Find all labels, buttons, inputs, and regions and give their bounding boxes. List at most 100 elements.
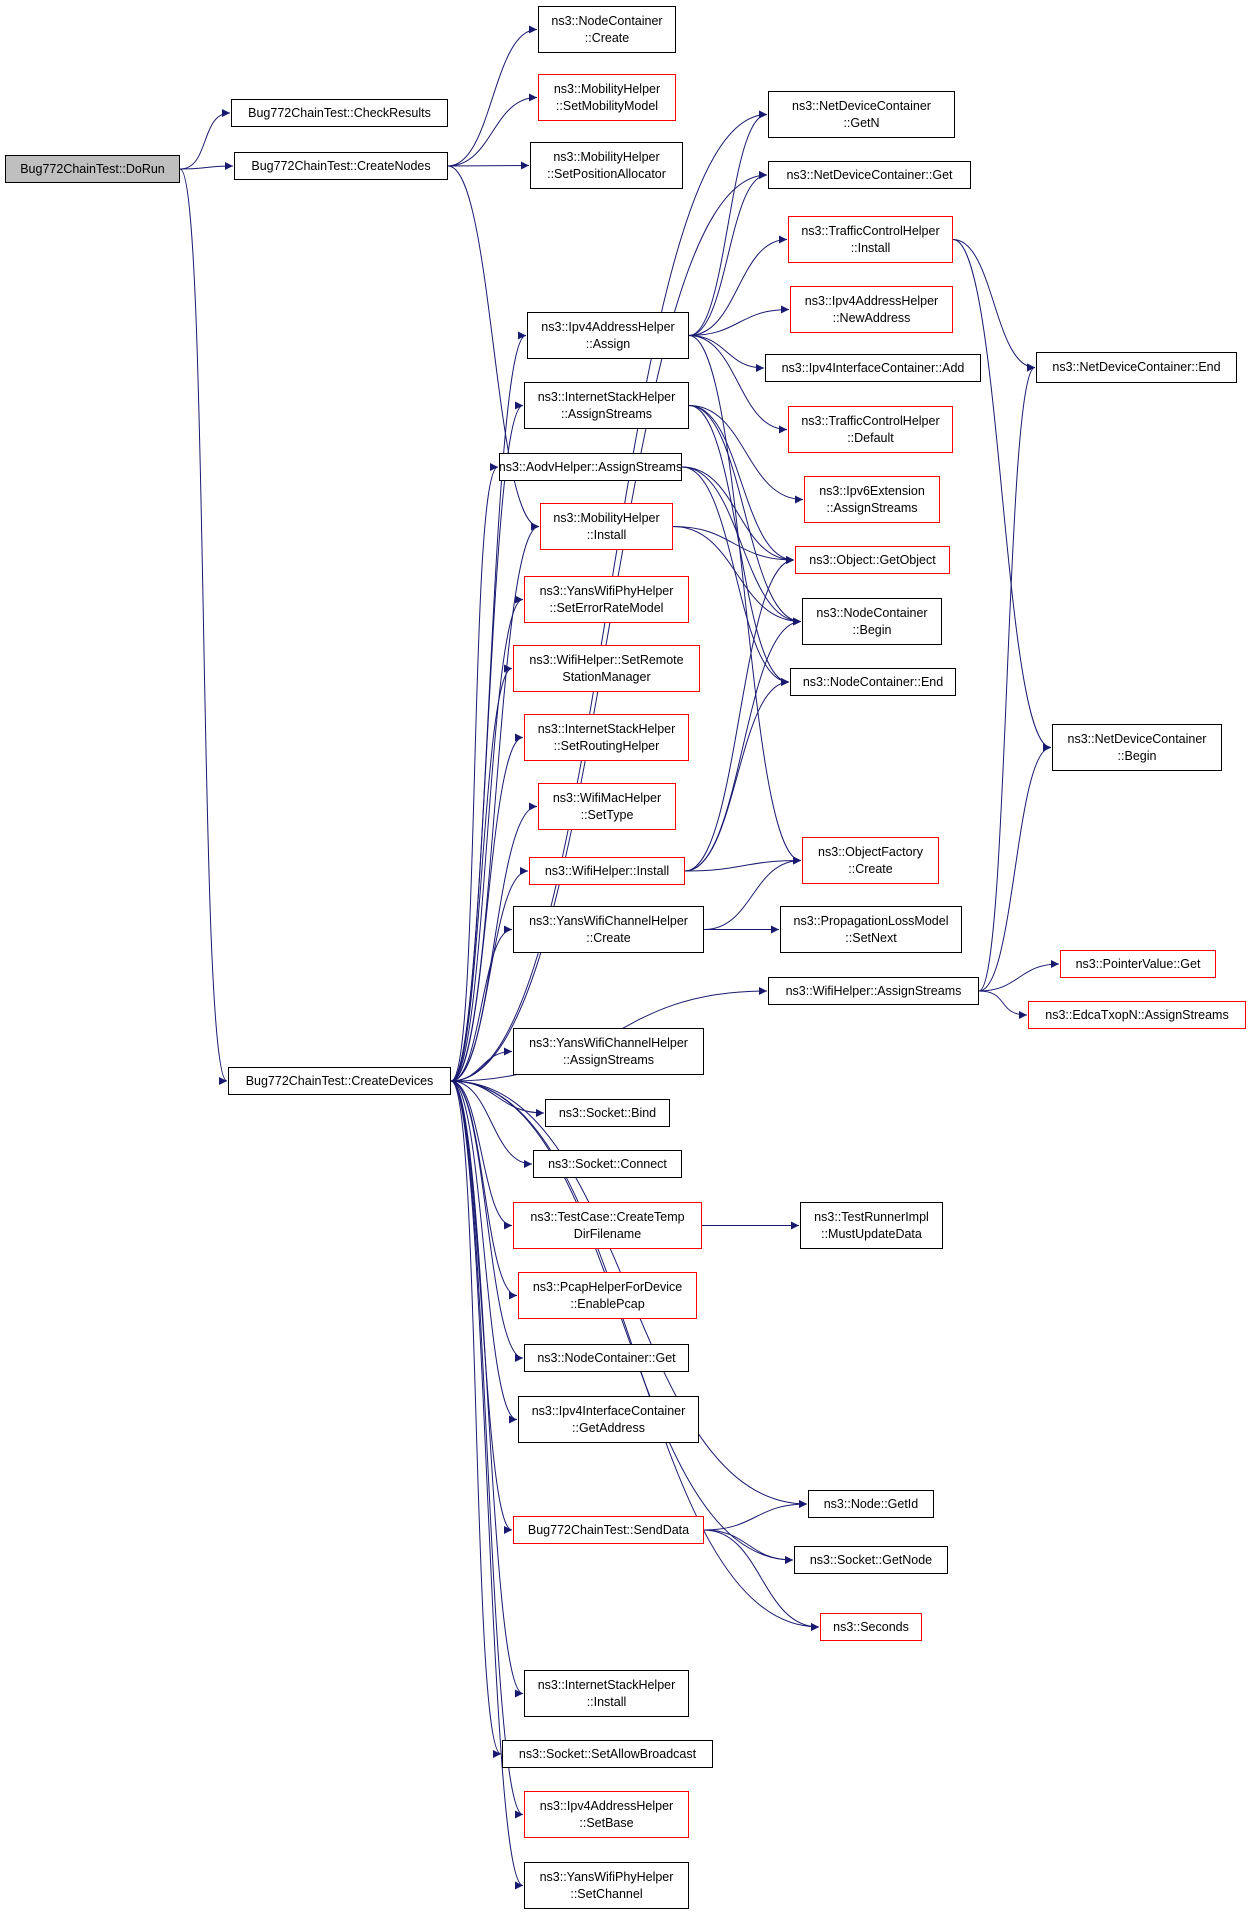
call-edge-wh_assignstreams-to-edcatxopn_assignstreams bbox=[978, 990, 1028, 1019]
node-object-getobject[interactable]: ns3::Object::GetObject bbox=[795, 546, 950, 574]
node-nc-end[interactable]: ns3::NodeContainer::End bbox=[790, 668, 956, 696]
node-label: Bug772ChainTest::CreateNodes bbox=[251, 158, 430, 175]
node-nc-create[interactable]: ns3::NodeContainer::Create bbox=[538, 6, 676, 53]
call-edge-createdevices-to-ywph_setchannel bbox=[450, 1080, 524, 1890]
node-pointervalue-get[interactable]: ns3::PointerValue::Get bbox=[1060, 950, 1216, 978]
node-socket-bind[interactable]: ns3::Socket::Bind bbox=[545, 1099, 670, 1127]
node-ipv4ah-setbase[interactable]: ns3::Ipv4AddressHelper::SetBase bbox=[524, 1791, 689, 1838]
call-edge-createdevices-to-ipv4ic_getaddress bbox=[450, 1080, 518, 1424]
node-label-line: Bug772ChainTest::CheckResults bbox=[248, 105, 431, 120]
node-label: ns3::AodvHelper::AssignStreams bbox=[500, 459, 681, 476]
node-mh-setmobilitymodel[interactable]: ns3::MobilityHelper::SetMobilityModel bbox=[538, 74, 676, 121]
node-mh-setpositionallocator[interactable]: ns3::MobilityHelper::SetPositionAllocato… bbox=[530, 142, 683, 189]
node-node-getid[interactable]: ns3::Node::GetId bbox=[808, 1490, 934, 1518]
node-label-line: ns3::Socket::Connect bbox=[548, 1156, 667, 1171]
node-ish-install[interactable]: ns3::InternetStackHelper::Install bbox=[524, 1670, 689, 1717]
node-ish-setrouting[interactable]: ns3::InternetStackHelper::SetRoutingHelp… bbox=[524, 714, 689, 761]
call-edge-dorun-to-createnodes bbox=[179, 162, 234, 171]
node-label-line: ::GetN bbox=[843, 115, 880, 130]
node-label-line: ns3::WifiHelper::Install bbox=[544, 863, 670, 878]
node-label: ns3::TestRunnerImpl::MustUpdateData bbox=[814, 1209, 929, 1243]
node-tch-install[interactable]: ns3::TrafficControlHelper::Install bbox=[788, 216, 953, 263]
node-label: ns3::NodeContainer::End bbox=[803, 674, 943, 691]
node-ywph-seterrorratemodel[interactable]: ns3::YansWifiPhyHelper::SetErrorRateMode… bbox=[524, 576, 689, 623]
node-ipv6ext-assignstreams[interactable]: ns3::Ipv6Extension::AssignStreams bbox=[804, 476, 940, 523]
node-label: ns3::Ipv4AddressHelper::Assign bbox=[541, 319, 674, 353]
node-label-line: ns3::Socket::Bind bbox=[558, 1105, 657, 1120]
node-nc-get[interactable]: ns3::NodeContainer::Get bbox=[524, 1344, 689, 1372]
node-wh-install[interactable]: ns3::WifiHelper::Install bbox=[529, 857, 685, 885]
call-edge-wh_assignstreams-to-pointervalue_get bbox=[978, 960, 1060, 992]
node-ipv4ic-add[interactable]: ns3::Ipv4InterfaceContainer::Add bbox=[765, 354, 981, 382]
node-wmh-settype[interactable]: ns3::WifiMacHelper::SetType bbox=[538, 783, 676, 830]
node-nc-begin[interactable]: ns3::NodeContainer::Begin bbox=[802, 598, 942, 645]
node-edcatxopn-assignstreams[interactable]: ns3::EdcaTxopN::AssignStreams bbox=[1028, 1001, 1246, 1029]
node-objfactory-create[interactable]: ns3::ObjectFactory::Create bbox=[802, 837, 939, 884]
node-label: ns3::Ipv6Extension::AssignStreams bbox=[819, 483, 925, 517]
call-edge-wh_assignstreams-to-ndc_begin bbox=[978, 743, 1052, 992]
node-ywch-create[interactable]: ns3::YansWifiChannelHelper::Create bbox=[513, 906, 704, 953]
node-label-line: ns3::Ipv4InterfaceContainer::Add bbox=[781, 360, 965, 375]
node-label-line: ns3::WifiMacHelper bbox=[552, 790, 662, 805]
call-edge-createnodes-to-mh_setpositionallocator bbox=[447, 161, 530, 170]
node-senddata[interactable]: Bug772ChainTest::SendData bbox=[513, 1516, 704, 1544]
node-wh-assignstreams[interactable]: ns3::WifiHelper::AssignStreams bbox=[768, 977, 979, 1005]
node-label: ns3::NetDeviceContainer::GetN bbox=[792, 98, 931, 132]
node-dorun[interactable]: Bug772ChainTest::DoRun bbox=[5, 155, 180, 183]
node-ipv4ah-newaddress[interactable]: ns3::Ipv4AddressHelper::NewAddress bbox=[790, 286, 953, 333]
call-edge-wh_install-to-nc_end bbox=[684, 678, 790, 872]
node-label-line: ns3::NetDeviceContainer::Get bbox=[786, 167, 953, 182]
node-tch-default[interactable]: ns3::TrafficControlHelper::Default bbox=[788, 406, 953, 453]
node-label-line: ::Install bbox=[850, 240, 891, 255]
node-label-line: ::Create bbox=[584, 30, 630, 45]
call-edge-ish_assignstreams-to-nc_begin bbox=[688, 405, 802, 626]
node-ipv4ah-assign[interactable]: ns3::Ipv4AddressHelper::Assign bbox=[527, 312, 689, 359]
call-edge-ipv4ah_assign-to-tch_install bbox=[688, 235, 788, 336]
node-label-line: ::SetType bbox=[580, 807, 634, 822]
node-createnodes[interactable]: Bug772ChainTest::CreateNodes bbox=[234, 152, 448, 180]
call-edge-createnodes-to-mh_setmobilitymodel bbox=[447, 93, 538, 167]
call-edge-tch_install-to-ndc_end bbox=[952, 239, 1036, 372]
call-edge-createdevices-to-wh_setremote bbox=[450, 664, 513, 1082]
node-ndc-end[interactable]: ns3::NetDeviceContainer::End bbox=[1036, 352, 1237, 383]
node-plm-setnext[interactable]: ns3::PropagationLossModel::SetNext bbox=[780, 906, 962, 953]
node-socket-setallowbroadcast[interactable]: ns3::Socket::SetAllowBroadcast bbox=[502, 1740, 713, 1768]
node-label-line: Bug772ChainTest::CreateDevices bbox=[245, 1073, 434, 1088]
call-edge-createdevices-to-ish_setrouting bbox=[450, 733, 524, 1082]
node-ndc-get[interactable]: ns3::NetDeviceContainer::Get bbox=[768, 161, 971, 189]
node-phfd-enablepcap[interactable]: ns3::PcapHelperForDevice::EnablePcap bbox=[518, 1272, 697, 1319]
call-edge-dorun-to-createdevices bbox=[179, 168, 228, 1085]
call-edge-ipv4ah_assign-to-tch_default bbox=[688, 335, 788, 434]
node-checkresults[interactable]: Bug772ChainTest::CheckResults bbox=[231, 99, 448, 127]
node-seconds[interactable]: ns3::Seconds bbox=[820, 1613, 922, 1641]
node-createdevices[interactable]: Bug772ChainTest::CreateDevices bbox=[228, 1067, 451, 1095]
node-mh-install[interactable]: ns3::MobilityHelper::Install bbox=[540, 503, 673, 550]
node-ywph-setchannel[interactable]: ns3::YansWifiPhyHelper::SetChannel bbox=[524, 1862, 689, 1909]
call-edge-ywch_create-to-objfactory_create bbox=[703, 856, 802, 930]
node-socket-getnode[interactable]: ns3::Socket::GetNode bbox=[794, 1546, 948, 1574]
node-ndc-getn[interactable]: ns3::NetDeviceContainer::GetN bbox=[768, 91, 955, 138]
call-edge-mh_install-to-object_getobject bbox=[672, 526, 795, 564]
node-aodv-assignstreams[interactable]: ns3::AodvHelper::AssignStreams bbox=[499, 453, 682, 481]
node-ywch-assignstreams[interactable]: ns3::YansWifiChannelHelper::AssignStream… bbox=[513, 1028, 704, 1075]
node-trimpl-mustupdate[interactable]: ns3::TestRunnerImpl::MustUpdateData bbox=[800, 1202, 943, 1249]
node-label-line: ns3::WifiHelper::AssignStreams bbox=[785, 983, 962, 998]
node-ish-assignstreams[interactable]: ns3::InternetStackHelper::AssignStreams bbox=[524, 382, 689, 429]
node-label: ns3::PropagationLossModel::SetNext bbox=[794, 913, 949, 947]
call-edge-createdevices-to-socket_getnode bbox=[450, 1080, 794, 1564]
node-label-line: ::SetBase bbox=[579, 1815, 634, 1830]
node-label: ns3::YansWifiChannelHelper::Create bbox=[529, 913, 688, 947]
node-ipv4ic-getaddress[interactable]: ns3::Ipv4InterfaceContainer::GetAddress bbox=[518, 1396, 699, 1443]
node-label: ns3::InternetStackHelper::Install bbox=[538, 1677, 676, 1711]
node-label: ns3::NodeContainer::Get bbox=[537, 1350, 675, 1367]
call-edge-createdevices-to-ish_install bbox=[450, 1080, 524, 1698]
node-label-line: ns3::NodeContainer bbox=[816, 605, 928, 620]
node-ndc-begin[interactable]: ns3::NetDeviceContainer::Begin bbox=[1052, 724, 1222, 771]
node-label-line: ns3::PointerValue::Get bbox=[1075, 956, 1201, 971]
call-edge-createnodes-to-nc_create bbox=[447, 25, 538, 167]
node-label-line: ns3::MobilityHelper bbox=[553, 510, 660, 525]
node-socket-connect[interactable]: ns3::Socket::Connect bbox=[533, 1150, 682, 1178]
